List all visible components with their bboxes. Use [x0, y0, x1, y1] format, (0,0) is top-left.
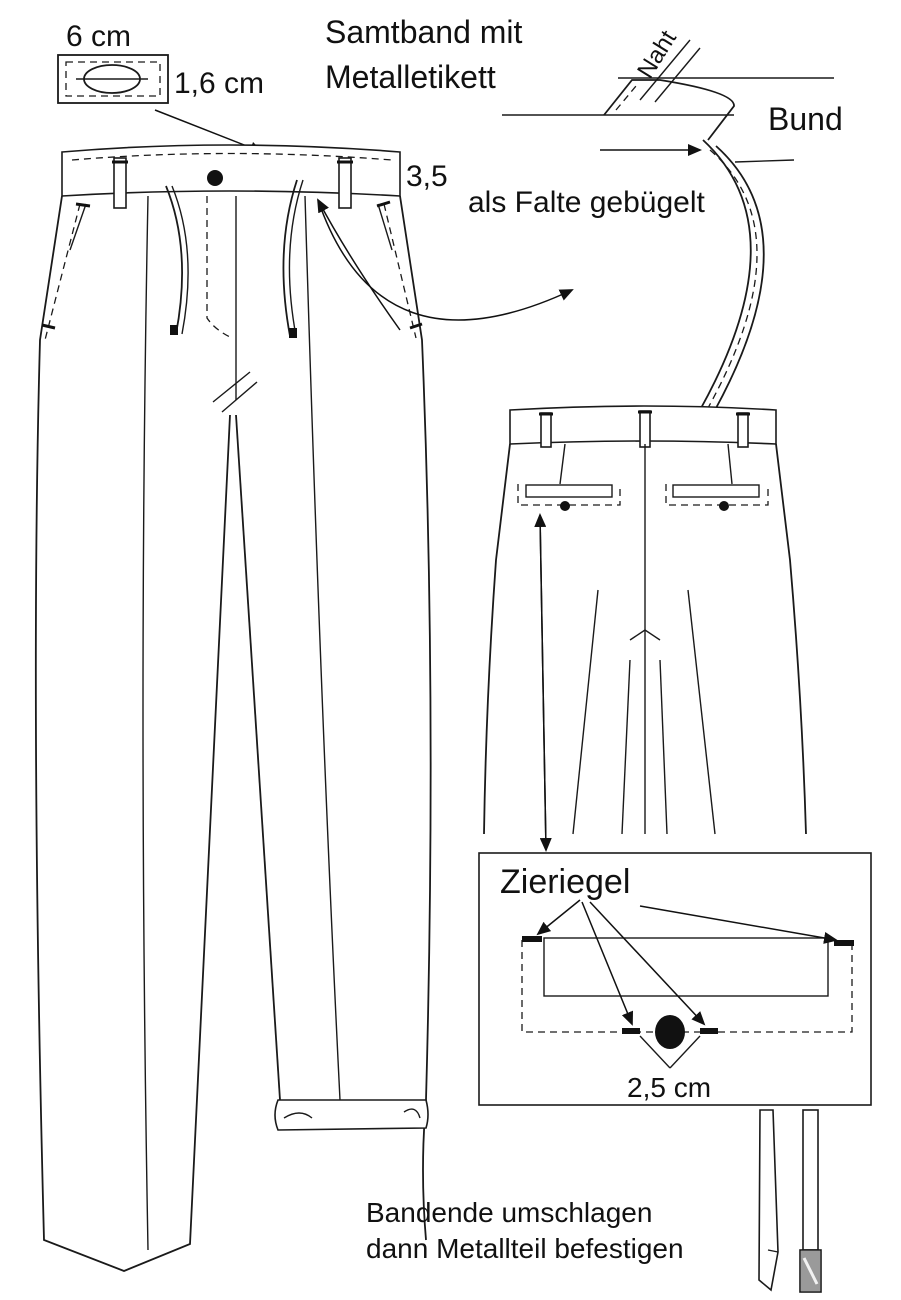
label-height-text: 1,6 cm — [174, 67, 264, 100]
tape-end-line1: Bandende umschlagen — [366, 1197, 652, 1228]
waistband-label: Bund — [768, 101, 843, 137]
velvet-tape-title-line1: Samtband mit — [325, 14, 523, 50]
waistband-button — [207, 170, 223, 186]
back-trousers — [483, 405, 807, 835]
tape-end-detail — [758, 1109, 822, 1293]
pleat-curve-arrow — [317, 199, 574, 321]
seam-label: Naht — [632, 26, 682, 84]
button-distance-text: 2,5 cm — [627, 1072, 711, 1103]
label-width-text: 6 cm — [66, 20, 131, 53]
waistband-width-text: 3,5 — [406, 160, 448, 193]
tape-end-line2: dann Metallteil befestigen — [366, 1233, 684, 1264]
metal-label-detail: 6 cm 1,6 cm — [57, 20, 264, 104]
pocket-button — [655, 1015, 685, 1049]
front-trousers — [34, 144, 432, 1272]
velvet-tape-title-line2: Metalletikett — [325, 59, 496, 95]
pressed-fold-text: als Falte gebügelt — [468, 186, 705, 219]
waistband-seam-detail — [502, 39, 834, 411]
bartack-label: Zieriegel — [500, 863, 630, 901]
bartack-detail-box — [478, 852, 872, 1106]
